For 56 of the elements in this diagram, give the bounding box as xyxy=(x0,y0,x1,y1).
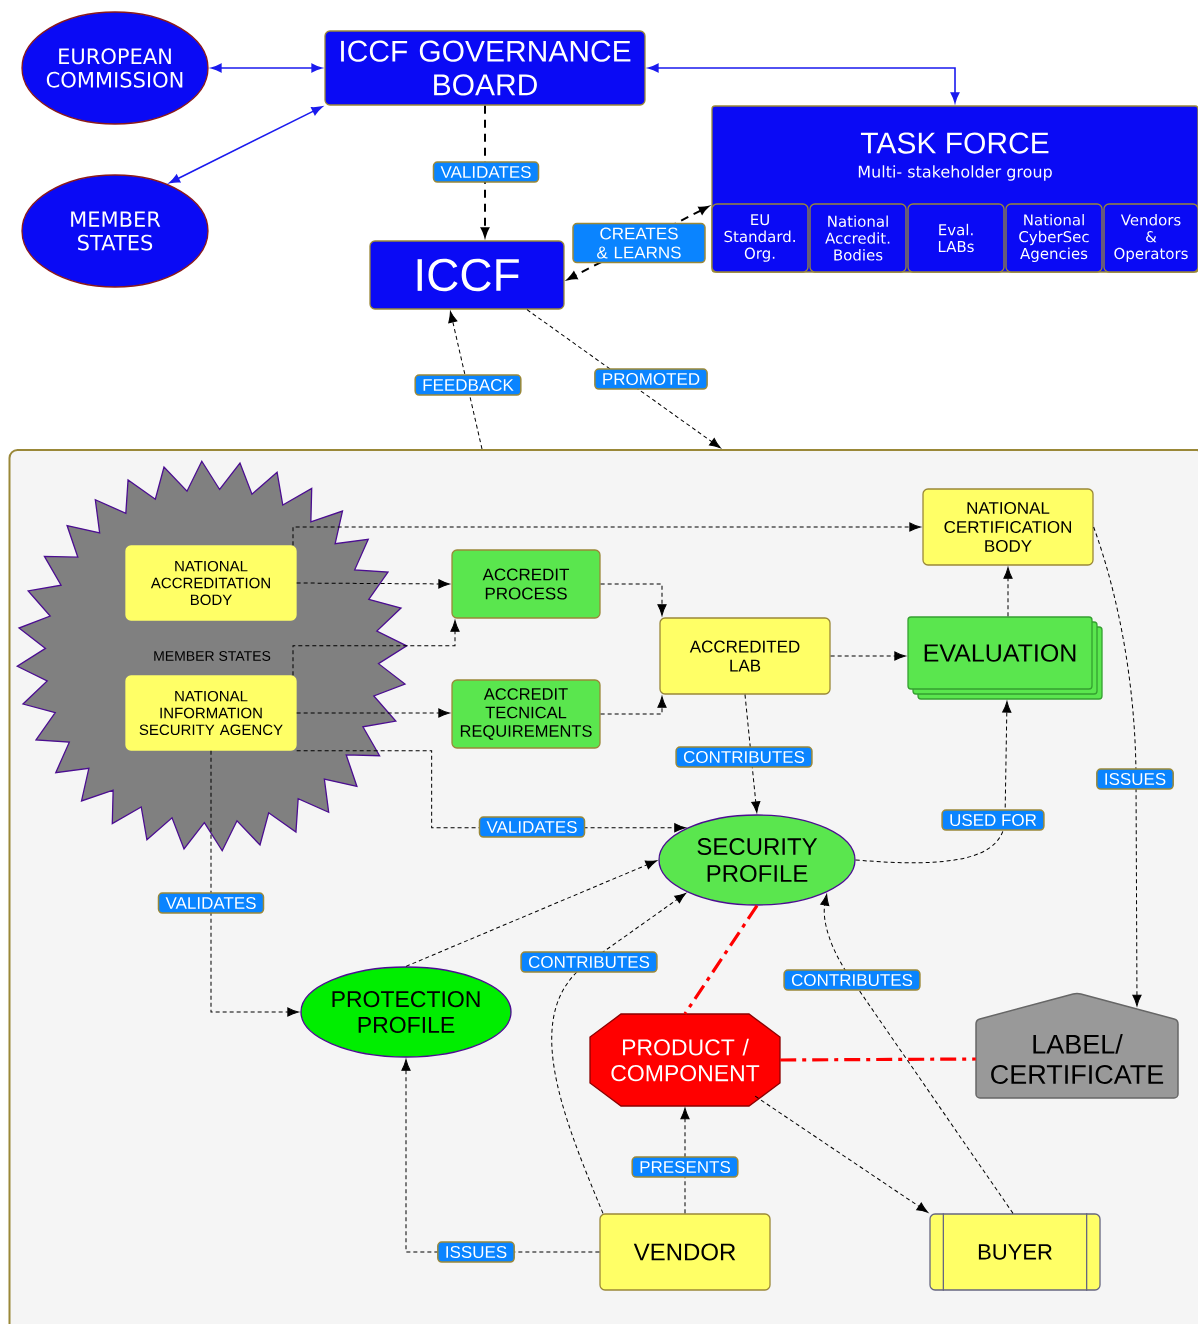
process-box: ACCREDITED LAB xyxy=(659,617,831,695)
arrow xyxy=(830,651,906,661)
arrow xyxy=(744,694,761,813)
arrow xyxy=(296,579,450,589)
edge-label: CONTRIBUTES xyxy=(520,951,658,973)
arrow xyxy=(754,1095,929,1213)
arrow xyxy=(296,708,450,718)
process-box: ACCREDIT PROCESS xyxy=(451,549,601,619)
process-box: ACCREDIT TECNICAL REQUIREMENTS xyxy=(451,679,601,749)
arrow xyxy=(600,696,667,715)
arrow xyxy=(210,750,299,1017)
arrow xyxy=(211,63,322,73)
process-box: NATIONAL CERTIFICATION BODY xyxy=(922,488,1094,566)
process-box: ICCF GOVERNANCE BOARD xyxy=(324,30,646,106)
edge-label: VALIDATES xyxy=(432,161,540,183)
stacked-box: EVALUATION xyxy=(907,616,1103,700)
process-box: ICCF xyxy=(369,240,565,310)
arrow xyxy=(448,311,483,450)
edge-label: CONTRIBUTES xyxy=(783,969,921,991)
arrow xyxy=(1093,526,1142,1007)
arrow xyxy=(292,620,460,676)
member-box: National Accredit. Bodies xyxy=(809,203,907,273)
arrow xyxy=(648,63,960,103)
arrow xyxy=(526,309,721,449)
pentagon-box: LABEL/ CERTIFICATE xyxy=(975,992,1179,1099)
member-box: EU Standard. Org. xyxy=(711,203,809,273)
arrow xyxy=(855,701,1012,864)
edge-label: PROMOTED xyxy=(594,368,708,390)
edge-label: CREATES & LEARNS xyxy=(572,222,706,264)
edge-label: USED FOR xyxy=(941,809,1045,831)
process-box: NATIONAL INFORMATION SECURITY AGENCY xyxy=(125,675,297,751)
arrow xyxy=(292,522,921,546)
process-box: VENDOR xyxy=(599,1213,771,1291)
arrow xyxy=(680,1107,690,1214)
edge-label: ISSUES xyxy=(437,1241,515,1263)
process-box: NATIONAL ACCREDITATION BODY xyxy=(125,545,297,621)
edge-label: VALIDATES xyxy=(478,816,586,838)
edge-label: FEEDBACK xyxy=(414,374,522,396)
octagon: PRODUCT / COMPONENT xyxy=(589,1013,781,1107)
arrow xyxy=(600,583,667,616)
edge-label: VALIDATES xyxy=(157,892,265,914)
process-box: BUYER xyxy=(929,1212,1101,1292)
edge-label: PRESENTS xyxy=(631,1156,739,1178)
arrow xyxy=(169,106,323,184)
arrow xyxy=(551,892,687,1214)
edge-label: ISSUES xyxy=(1096,768,1174,790)
member-box: Vendors & Operators xyxy=(1103,203,1198,273)
arrow xyxy=(1003,567,1013,617)
arrow xyxy=(820,894,1014,1214)
member-box: Eval. LABs xyxy=(907,203,1005,273)
member-box: National CyberSec Agencies xyxy=(1005,203,1103,273)
connector-line xyxy=(683,904,759,1015)
arrow xyxy=(480,104,490,238)
connector-line xyxy=(780,1057,976,1062)
arrow xyxy=(405,860,657,967)
edge-label: CONTRIBUTES xyxy=(675,746,813,768)
